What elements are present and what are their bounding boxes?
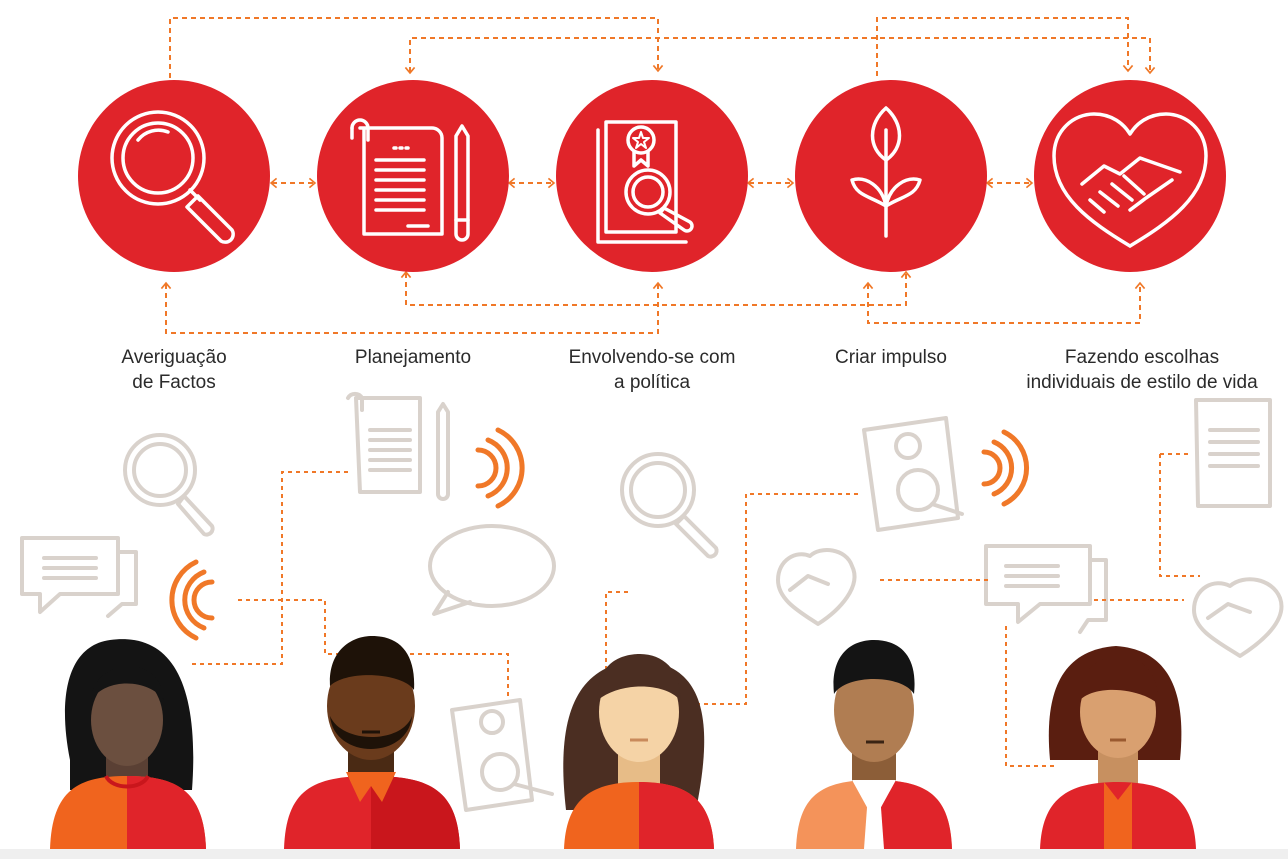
- person-5: [1040, 646, 1196, 849]
- bg-chat-icon-2: [984, 544, 1108, 634]
- stage-circle-lifestyle: [1034, 80, 1226, 272]
- sound-wave-icon: [169, 559, 215, 641]
- connector-top-4-5: [876, 17, 1134, 76]
- bg-speech-bubble-icon: [428, 524, 556, 616]
- sound-wave-icon-2: [475, 427, 525, 509]
- sound-wave-icon-3: [981, 429, 1029, 507]
- bg-handshake-icon: [776, 548, 857, 626]
- person-2: [284, 636, 460, 849]
- bg-chat-icon: [20, 536, 138, 618]
- stage-label-lifestyle: Fazendo escolhas individuais de estilo d…: [1026, 347, 1258, 393]
- heart-handshake-icon: [1052, 112, 1208, 248]
- bg-certificate-icon: [862, 416, 964, 532]
- person-1: [50, 639, 206, 849]
- bg-document-icon-2: [1194, 398, 1272, 508]
- stage-circle-planning: [317, 80, 509, 272]
- stage-label-fact-finding: Averiguação de Factos: [121, 347, 227, 393]
- bg-document-pencil-icon: [346, 391, 450, 501]
- sprout-icon: [850, 106, 922, 238]
- network-line-5: [680, 493, 862, 705]
- bottom-strip: [0, 849, 1288, 859]
- certificate-magnifier-icon: [596, 120, 694, 244]
- network-line-2: [238, 599, 354, 655]
- stage-label-policy: Envolvendo-se com a política: [568, 347, 736, 393]
- network-line-8: [1005, 626, 1056, 767]
- document-pencil-icon: [350, 118, 470, 242]
- network-line-10: [1159, 454, 1200, 577]
- connector-top-1-3: [169, 17, 664, 78]
- person-3: [563, 654, 714, 849]
- stage-label-planning: Planejamento: [354, 347, 472, 368]
- stage-circle-fact-finding: [78, 80, 270, 272]
- person-4: [796, 640, 952, 849]
- bg-magnifier-icon: [123, 433, 215, 537]
- bg-certificate-icon-2: [450, 698, 554, 812]
- stage-label-momentum: Criar impulso: [835, 347, 947, 368]
- connector-bottom-1-3: [160, 281, 664, 334]
- connector-top-2-5: [404, 37, 1156, 75]
- stage-circle-momentum: [795, 80, 987, 272]
- network-line-1: [192, 471, 350, 665]
- connector-bottom-2-4: [400, 270, 912, 306]
- magnifier-icon: [110, 110, 235, 244]
- network-line-3: [410, 653, 509, 700]
- bg-handshake-icon-2: [1192, 577, 1284, 658]
- bg-magnifier-icon-2: [620, 452, 719, 559]
- connector-bottom-4-5: [862, 281, 1146, 324]
